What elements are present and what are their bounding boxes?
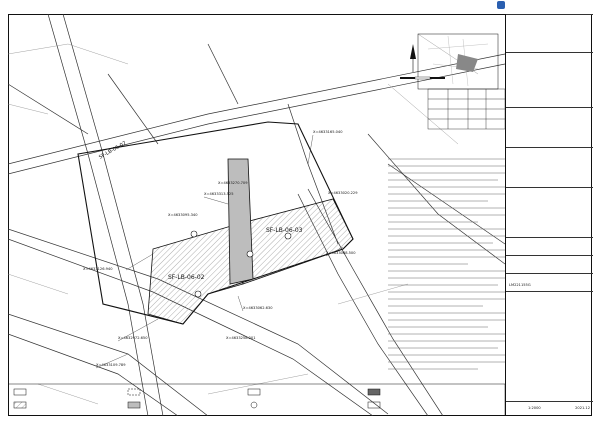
parcel-label-06-03: SF-LB-06-03 [266, 227, 303, 234]
drawing-frame [8, 14, 592, 416]
coord-label: X=4633095.340 [168, 213, 198, 217]
coord-label: X=4633109.789 [96, 363, 126, 367]
coord-label: X=4633126.940 [83, 267, 113, 271]
indicator-table [427, 88, 505, 130]
coord-label: X=4633068.500 [326, 251, 356, 255]
parcel-sf-lb-06-03 [237, 198, 354, 285]
date-value: 2021.12 [575, 406, 590, 410]
tb-proj-no-row: LM221155G [506, 273, 593, 291]
site-plan-map: SF-LB-06-02 SF-LB-06-03 SF-LB-06-07 X=46… [8, 14, 505, 416]
north-arrow-icon [410, 44, 416, 72]
tb-project-row [506, 237, 593, 255]
parcel-label-06-02: SF-LB-06-02 [168, 274, 205, 281]
scale-bar [400, 76, 445, 80]
proj-no-value: LM221155G [509, 283, 531, 287]
notes-block [388, 158, 505, 370]
coord-label: X=4633313.525 [204, 192, 233, 196]
company-logo-icon [497, 1, 505, 9]
coord-label: X=4632972.650 [118, 336, 148, 340]
tb-drawing-title-row [506, 255, 593, 273]
location-inset [417, 33, 499, 90]
title-block: LM221155G 1:2000 2021.12 [505, 14, 593, 416]
legend [8, 383, 505, 416]
coord-label: X=4633258.201 [226, 336, 255, 340]
tb-company-row [506, 52, 593, 107]
tb-stamp-row [506, 147, 593, 187]
point-markers [190, 230, 292, 298]
tb-client-row [506, 107, 593, 147]
coordinate-callouts: X=4633313.525 X=4633126.940 X=4633165.04… [83, 130, 358, 367]
leader-lines [95, 134, 344, 369]
tb-scale-row: 1:2000 2021.12 [506, 401, 593, 416]
tb-qualification-row [506, 14, 593, 52]
parcel-center-strip [227, 158, 254, 285]
coord-label: X=4633062.630 [243, 306, 273, 310]
coord-label: X=4633270.709 [218, 181, 248, 185]
scale-value: 1:2000 [528, 406, 541, 410]
coord-label: X=4633020.229 [328, 191, 358, 195]
coord-label: X=4633165.040 [313, 130, 343, 134]
tb-approval-row [506, 187, 593, 237]
tb-signature-row [506, 291, 593, 401]
